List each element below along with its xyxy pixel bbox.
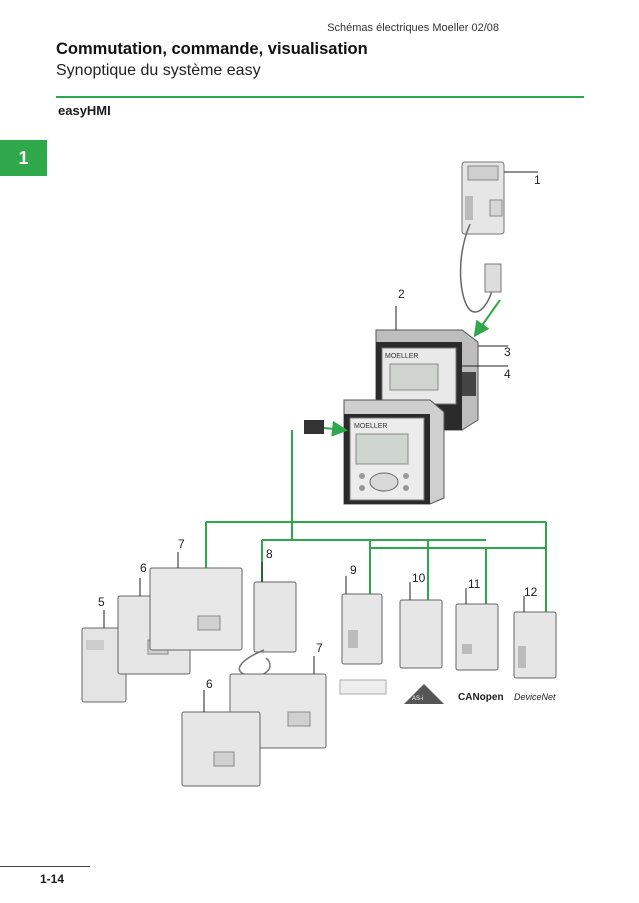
easy-module-6b — [181, 711, 261, 787]
callout-7b: 7 — [316, 641, 323, 655]
callout-2: 2 — [398, 287, 405, 301]
footer-rule — [0, 866, 90, 867]
callout-10: 10 — [412, 571, 426, 585]
easy-module-8 — [253, 581, 297, 653]
page-title: Commutation, commande, visualisation — [56, 40, 368, 58]
gateway-module-9 — [341, 593, 383, 665]
link-plug — [304, 420, 324, 434]
section-label: easyHMI — [58, 103, 111, 118]
cable — [459, 223, 493, 313]
asi-logo: AS-i — [404, 684, 444, 704]
profibus-logo — [339, 679, 387, 695]
callout-7a: 7 — [178, 537, 185, 551]
devicenet-logo: DeviceNet — [514, 692, 556, 702]
bus-lines — [205, 430, 547, 612]
connection-arrow-1 — [473, 299, 501, 338]
cable-connector — [484, 263, 502, 293]
power-supply-module — [461, 161, 505, 235]
link-cable — [238, 649, 271, 677]
gateway-module-10 — [399, 599, 443, 669]
callout-8: 8 — [266, 547, 273, 561]
canopen-logo: CANopen — [458, 692, 504, 703]
callout-leaders — [103, 171, 538, 712]
title-rule — [56, 96, 584, 98]
display-unit-front: MOELLER — [343, 399, 445, 505]
gateway-module-12 — [513, 611, 557, 679]
connection-arrow-2 — [323, 420, 348, 437]
callout-5: 5 — [98, 595, 105, 609]
page-subtitle: Synoptique du système easy — [56, 62, 261, 79]
callout-9: 9 — [350, 563, 357, 577]
callout-4: 4 — [504, 367, 511, 381]
chapter-tab: 1 — [0, 140, 47, 176]
callout-3: 3 — [504, 345, 511, 359]
callout-1: 1 — [534, 173, 541, 187]
page-number: 1-14 — [40, 872, 65, 886]
running-head: Schémas électriques Moeller 02/08 — [327, 22, 499, 34]
svg-text:AS-i: AS-i — [412, 696, 423, 702]
callout-6a: 6 — [140, 561, 147, 575]
callout-12: 12 — [524, 585, 538, 599]
callout-11: 11 — [468, 577, 481, 591]
callout-6b: 6 — [206, 677, 213, 691]
gateway-module-11 — [455, 603, 499, 671]
moeller-logo: MOELLER — [354, 423, 387, 430]
easy-module-7a — [149, 567, 243, 651]
moeller-logo: MOELLER — [385, 353, 418, 360]
